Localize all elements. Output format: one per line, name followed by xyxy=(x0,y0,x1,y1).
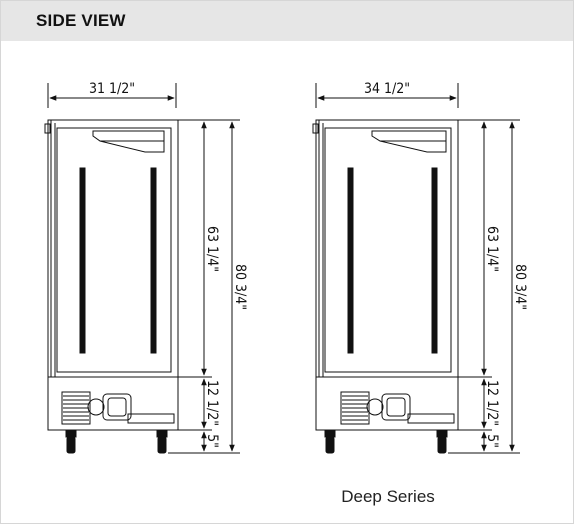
left-cabinet-height-label: 63 1/4" xyxy=(204,226,220,272)
glass-door xyxy=(56,127,172,373)
caster-wheel-left xyxy=(66,436,76,454)
caster-wheel-left xyxy=(325,436,335,454)
left-base-height-label: 12 1/2" xyxy=(204,380,220,426)
left-total-height-label: 80 3/4" xyxy=(232,264,248,310)
drain-pan xyxy=(407,413,455,424)
left-caster-height-label: 5" xyxy=(204,434,220,448)
caster-mount-right xyxy=(436,429,448,438)
left-unit xyxy=(44,83,240,454)
shelf-standard-right xyxy=(431,167,438,354)
caster-wheel-right xyxy=(157,436,167,454)
drain-pan xyxy=(127,413,175,424)
caster-mount-left xyxy=(324,429,336,438)
right-caster-height-label: 5" xyxy=(484,434,500,448)
right-cabinet-height-label: 63 1/4" xyxy=(484,226,500,272)
right-base-height-label: 12 1/2" xyxy=(484,380,500,426)
right-total-height-label: 80 3/4" xyxy=(512,264,528,310)
door-hinge xyxy=(312,123,319,134)
shelf-standard-left xyxy=(347,167,354,354)
fan-motor xyxy=(366,398,384,416)
right-unit xyxy=(312,83,520,454)
compressor-body xyxy=(107,397,127,417)
caster-mount-right xyxy=(156,429,168,438)
left-width-label: 31 1/2" xyxy=(89,81,135,97)
compressor-body xyxy=(386,397,406,417)
shelf-standard-right xyxy=(150,167,157,354)
condenser-fins xyxy=(342,395,368,421)
right-width-label: 34 1/2" xyxy=(364,81,410,97)
door-hinge xyxy=(44,123,51,134)
shelf-standard-left xyxy=(79,167,86,354)
condenser-fins xyxy=(63,395,89,421)
condenser-coil xyxy=(340,391,370,425)
base-compartment xyxy=(47,376,179,431)
base-compartment xyxy=(315,376,459,431)
caster-mount-left xyxy=(65,429,77,438)
fan-motor xyxy=(87,398,105,416)
compressor xyxy=(102,393,132,421)
cabinet-outline xyxy=(47,119,179,378)
deep-series-caption: Deep Series xyxy=(341,487,435,506)
condenser-coil xyxy=(61,391,91,425)
section-header: SIDE VIEW xyxy=(1,1,573,41)
top-canopy xyxy=(92,130,165,153)
caster-wheel-right xyxy=(437,436,447,454)
glass-door xyxy=(324,127,452,373)
compressor xyxy=(381,393,411,421)
section-title: SIDE VIEW xyxy=(36,11,126,30)
top-canopy xyxy=(371,130,447,153)
